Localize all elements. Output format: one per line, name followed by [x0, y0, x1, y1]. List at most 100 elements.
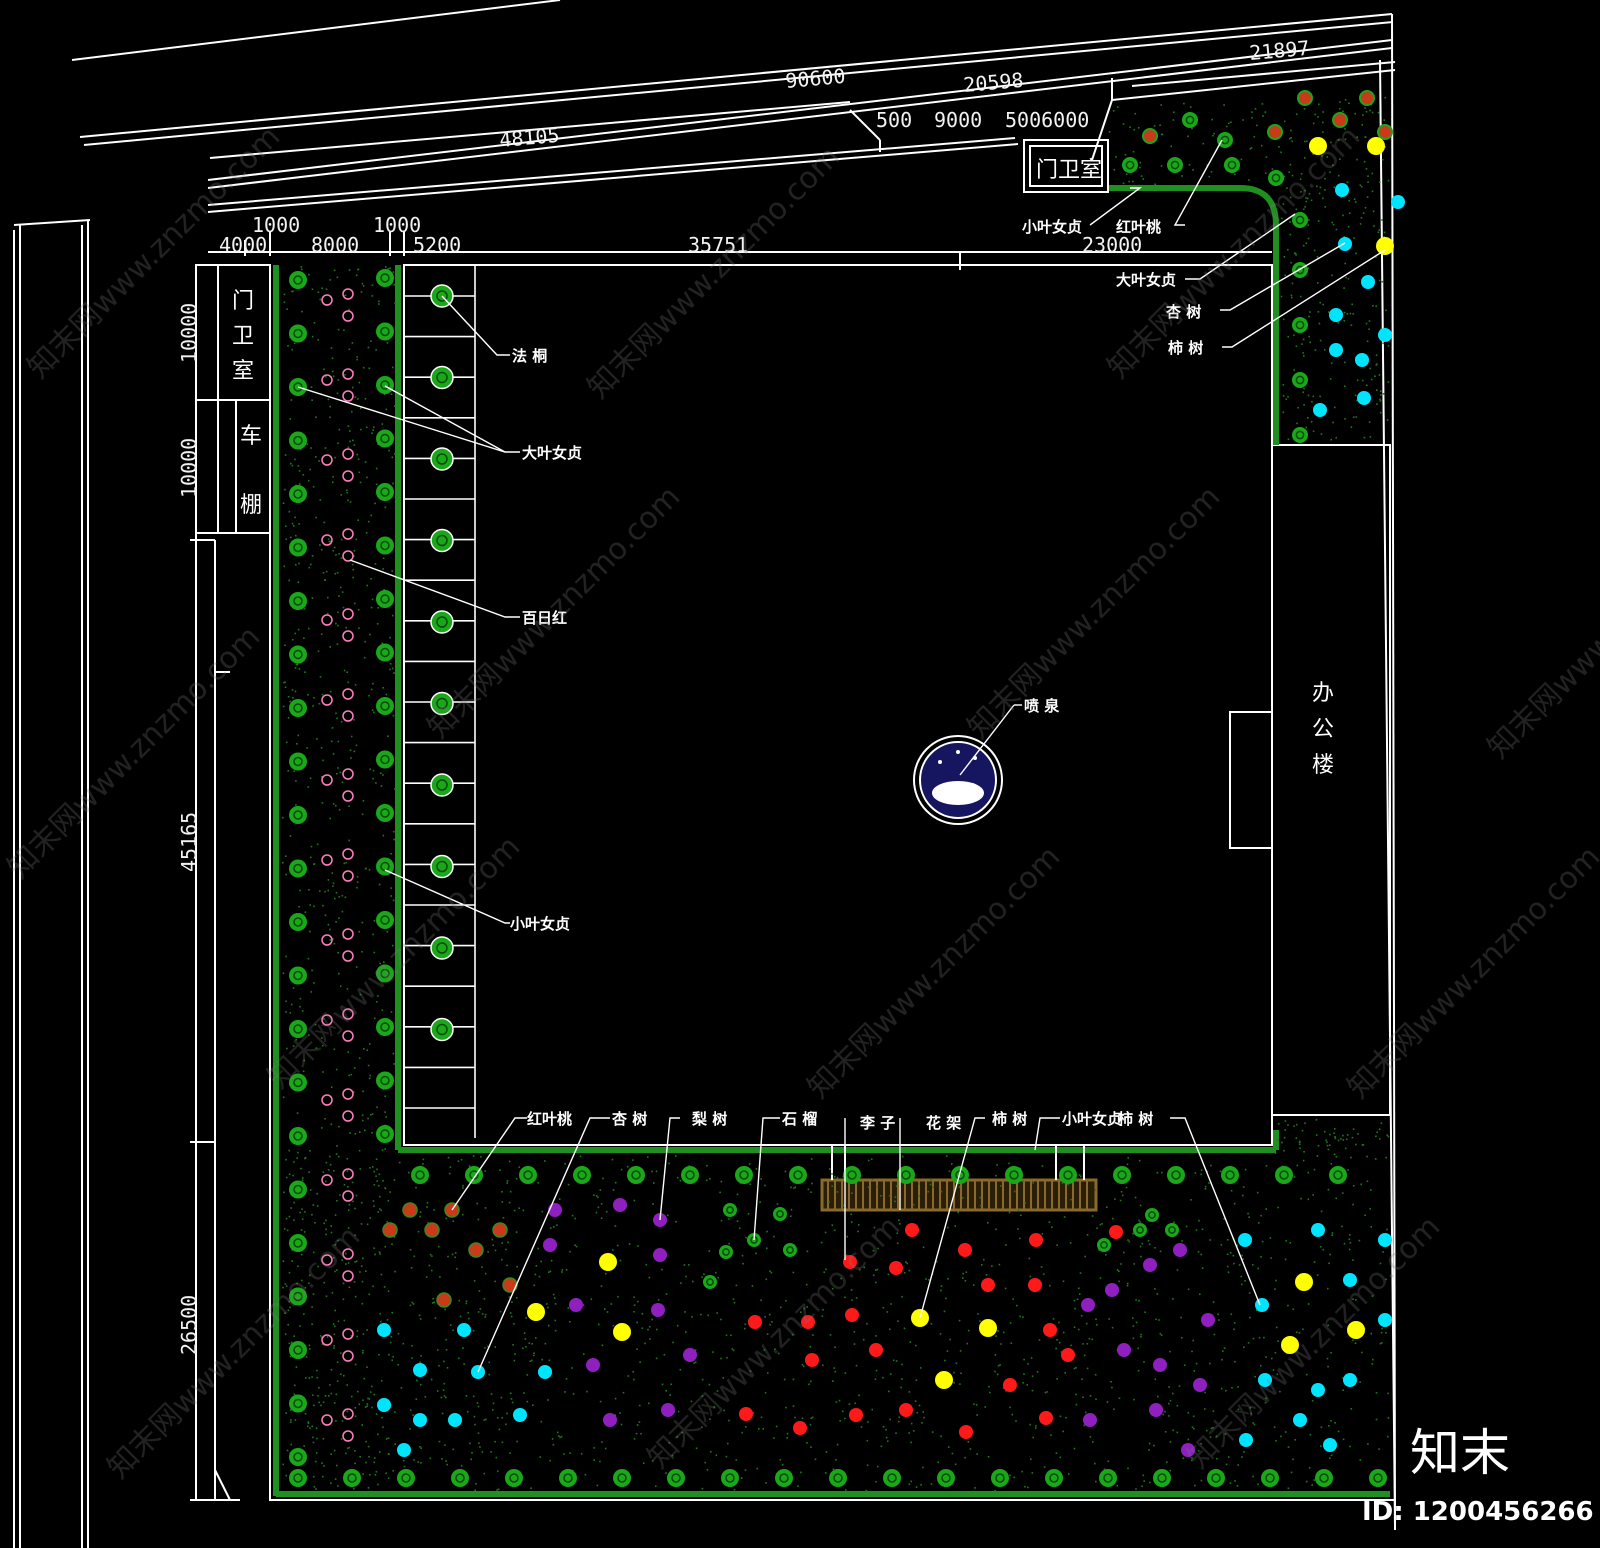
lawn-dot: [323, 1222, 325, 1225]
lawn-dot: [289, 1409, 292, 1411]
lawn-dot: [1084, 1255, 1086, 1258]
shi-shu-tree: [1347, 1321, 1365, 1339]
lawn-dot: [632, 1370, 634, 1373]
lawn-dot: [1290, 261, 1292, 264]
lawn-dot: [599, 1400, 602, 1403]
lawn-dot: [1354, 201, 1357, 203]
lawn-dot: [1359, 1459, 1362, 1461]
lawn-dot: [1083, 1424, 1086, 1427]
lawn-dot: [1356, 399, 1358, 402]
lawn-dot: [1329, 1457, 1331, 1459]
lawn-dot: [915, 1344, 917, 1347]
lawn-dot: [1112, 110, 1115, 112]
lawn-dot: [1095, 1480, 1097, 1483]
lawn-dot: [310, 856, 312, 859]
lawn-dot: [310, 447, 312, 449]
lawn-dot: [539, 1456, 542, 1458]
lawn-dot: [1379, 1342, 1382, 1345]
lawn-dot: [365, 1270, 367, 1272]
lawn-dot: [377, 1185, 380, 1187]
lawn-dot: [1140, 1255, 1142, 1258]
xing-shu-tree: [397, 1443, 411, 1457]
lawn-dot: [1344, 385, 1346, 387]
lawn-dot: [354, 1067, 356, 1069]
lawn-dot: [866, 1322, 868, 1325]
lawn-dot: [1343, 1242, 1346, 1245]
label-xiao-ye-nv-zhen-left: 小叶女贞: [510, 915, 570, 933]
lawn-dot: [987, 1456, 990, 1458]
lawn-dot: [1127, 1239, 1129, 1241]
lawn-dot: [1017, 1209, 1020, 1211]
lawn-dot: [339, 1194, 341, 1196]
shi-liu-tree: [719, 1245, 733, 1259]
bai-ri-hong-tree: [342, 1168, 354, 1180]
lawn-dot: [1301, 343, 1303, 345]
lawn-dot: [985, 1274, 988, 1276]
lawn-dot: [341, 1259, 343, 1261]
lawn-dot: [554, 1319, 557, 1322]
lawn-dot: [283, 681, 285, 684]
lawn-dot: [293, 1384, 296, 1387]
lawn-dot: [1290, 1471, 1293, 1474]
lawn-dot: [549, 1270, 552, 1273]
lawn-dot: [309, 1189, 312, 1191]
lawn-dot: [518, 1166, 521, 1168]
lawn-dot: [353, 1091, 355, 1093]
lawn-dot: [1340, 196, 1342, 198]
lawn-dot: [1111, 1326, 1114, 1329]
lawn-dot: [1250, 147, 1253, 149]
lawn-dot: [293, 1161, 295, 1163]
shi-liu-tree: [773, 1207, 787, 1221]
lawn-dot: [346, 491, 348, 494]
lawn-dot: [1202, 142, 1205, 145]
lawn-dot: [996, 1373, 999, 1376]
lawn-dot: [1311, 400, 1313, 403]
lawn-dot: [282, 816, 284, 819]
lawn-dot: [831, 1185, 833, 1187]
lawn-dot: [368, 1077, 371, 1080]
lawn-dot: [1169, 1441, 1172, 1443]
lawn-dot: [824, 1472, 827, 1474]
lawn-dot: [548, 1271, 550, 1273]
lawn-dot: [430, 1378, 433, 1381]
lawn-dot: [898, 1416, 900, 1419]
lawn-dot: [1241, 1283, 1243, 1286]
lawn-dot: [931, 1431, 934, 1433]
lawn-dot: [1312, 430, 1315, 433]
lawn-dot: [1228, 122, 1230, 125]
lawn-dot: [1295, 1137, 1298, 1139]
lawn-dot: [1227, 1271, 1230, 1274]
lawn-dot: [1134, 112, 1137, 115]
lawn-dot: [544, 1342, 547, 1345]
lawn-dot: [361, 1201, 363, 1204]
lawn-dot: [728, 1419, 730, 1422]
lawn-dot: [1169, 1399, 1172, 1402]
lawn-dot: [1091, 1338, 1094, 1341]
lawn-dot: [709, 1178, 711, 1180]
lawn-dot: [937, 1461, 939, 1464]
lawn-dot: [1008, 1162, 1010, 1165]
lawn-dot: [295, 1039, 297, 1041]
lawn-dot: [548, 1359, 551, 1362]
lawn-dot: [346, 1158, 349, 1160]
lawn-dot: [1319, 1246, 1322, 1248]
lawn-dot: [676, 1436, 679, 1438]
lawn-dot: [300, 1229, 303, 1231]
lawn-dot: [820, 1241, 823, 1244]
lawn-dot: [1380, 1122, 1383, 1124]
lawn-dot: [1229, 1482, 1232, 1484]
lawn-dot: [995, 1228, 997, 1231]
lawn-dot: [1287, 248, 1289, 251]
lawn-dot: [760, 1178, 762, 1180]
bai-ri-hong-tree: [321, 854, 333, 866]
lawn-dot: [1209, 1239, 1211, 1241]
lawn-dot: [289, 1306, 291, 1309]
lawn-dot: [895, 1432, 897, 1434]
lawn-dot: [513, 1323, 515, 1325]
lawn-dot: [694, 1361, 697, 1364]
lawn-dot: [1252, 1475, 1254, 1478]
lawn-dot: [347, 425, 350, 427]
lawn-dot: [939, 1333, 942, 1335]
lawn-dot: [915, 1379, 918, 1382]
lawn-dot: [300, 266, 303, 268]
